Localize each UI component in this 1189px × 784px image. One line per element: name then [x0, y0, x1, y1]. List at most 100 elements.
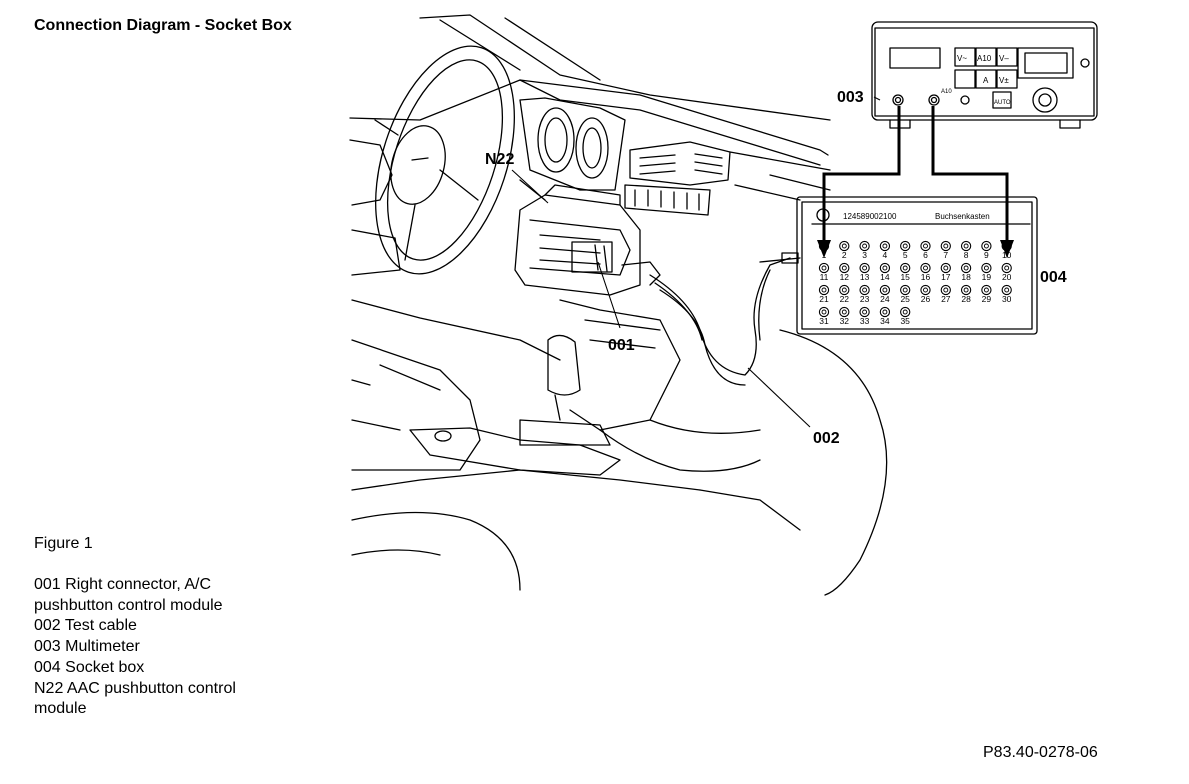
page-title: Connection Diagram - Socket Box: [34, 17, 292, 34]
socket-pin-label: 25: [900, 294, 910, 304]
callout-001: 001: [608, 337, 635, 354]
socket-pin-label: 21: [819, 294, 829, 304]
key-v-dc: V–: [999, 54, 1009, 63]
legend-item-003: 003 Multimeter: [34, 638, 140, 656]
socket-pin-29: 29: [981, 284, 992, 304]
socket-pin-19: 19: [981, 262, 992, 282]
legend-item-002: 002 Test cable: [34, 617, 137, 635]
socket-pin-label: 20: [1002, 272, 1012, 282]
socket-pin-label: 33: [860, 316, 870, 326]
socket-pin-label: 29: [982, 294, 992, 304]
socket-pin-label: 17: [941, 272, 951, 282]
socket-pin-31: 31: [818, 306, 830, 326]
socket-pin-label: 13: [860, 272, 870, 282]
socket-pin-label: 8: [964, 250, 969, 260]
socket-pin-2: 2: [839, 240, 850, 260]
arrow-head-pin-11: [817, 240, 831, 258]
dashboard-illustration: [349, 14, 888, 596]
socket-pin-7: 7: [940, 240, 951, 260]
socket-pin-30: 30: [1001, 284, 1012, 304]
socket-box-part-number: 124589002100: [843, 212, 897, 221]
leader-002: [747, 367, 811, 428]
test-lead-2: [931, 106, 1009, 246]
socket-pin-6: 6: [920, 240, 931, 260]
socket-pin-label: 31: [819, 316, 829, 326]
n22-control-module: [514, 179, 661, 296]
arrow-head-pin-20: [1000, 240, 1014, 258]
socket-pin-22: 22: [839, 284, 850, 304]
socket-pin-label: 27: [941, 294, 951, 304]
leader-003: [873, 96, 881, 101]
socket-pin-5: 5: [900, 240, 911, 260]
legend-item-004: 004 Socket box: [34, 658, 145, 676]
socket-pin-label: 22: [840, 294, 850, 304]
socket-pin-label: 35: [900, 316, 910, 326]
socket-pin-4: 4: [879, 240, 891, 260]
socket-pin-label: 11: [820, 272, 829, 282]
socket-pin-12: 12: [839, 262, 850, 282]
socket-pin-label: 15: [900, 272, 910, 282]
socket-pin-label: 19: [982, 272, 992, 282]
socket-pin-label: 4: [883, 250, 888, 260]
socket-box-004: [796, 196, 1038, 335]
socket-pin-35: 35: [900, 306, 911, 326]
socket-pin-34: 34: [879, 306, 891, 326]
socket-box-name: Buchsenkasten: [935, 212, 990, 221]
socket-pin-label: 34: [880, 316, 890, 326]
legend-item-001: 001 Right connector, A/C pushbutton cont…: [34, 576, 223, 614]
socket-pin-25: 25: [900, 284, 911, 304]
test-cable-002: [649, 252, 801, 386]
socket-box-pins: 1234567891011121314151617181920212223242…: [818, 240, 1012, 326]
leader-lines: [511, 96, 881, 428]
key-a10: A10: [977, 54, 992, 63]
arrow-heads: [817, 240, 1014, 258]
socket-pin-label: 23: [860, 294, 870, 304]
legend: 001 Right connector, A/C pushbutton cont…: [34, 575, 274, 720]
socket-pin-15: 15: [900, 262, 911, 282]
socket-pin-21: 21: [818, 284, 830, 304]
socket-pin-label: 28: [961, 294, 971, 304]
socket-pin-14: 14: [879, 262, 891, 282]
socket-pin-label: 32: [840, 316, 850, 326]
socket-pin-label: 26: [921, 294, 931, 304]
key-v-ac: V~: [957, 54, 967, 63]
key-auto: AUTO: [994, 100, 1011, 106]
socket-pin-23: 23: [859, 284, 870, 304]
key-v-pm: V±: [999, 76, 1009, 85]
callout-004: 004: [1040, 269, 1067, 286]
reference-code: P83.40-0278-06: [983, 744, 1098, 761]
socket-pin-32: 32: [839, 306, 850, 326]
socket-pin-18: 18: [960, 262, 972, 282]
socket-pin-11: 11: [818, 262, 830, 282]
socket-pin-20: 20: [1001, 262, 1012, 282]
socket-pin-27: 27: [940, 284, 951, 304]
socket-pin-label: 6: [923, 250, 928, 260]
socket-pin-label: 18: [961, 272, 971, 282]
socket-pin-26: 26: [920, 284, 931, 304]
callout-n22: N22: [485, 151, 514, 168]
socket-pin-label: 12: [840, 272, 850, 282]
socket-pin-label: 7: [943, 250, 948, 260]
multimeter-003: [871, 21, 1098, 129]
jack-label-a10: A10: [941, 89, 952, 95]
socket-pin-24: 24: [879, 284, 891, 304]
socket-pin-label: 3: [862, 250, 867, 260]
leader-001: [597, 261, 621, 329]
socket-pin-33: 33: [859, 306, 870, 326]
socket-pin-13: 13: [859, 262, 870, 282]
socket-pin-17: 17: [940, 262, 951, 282]
callout-003: 003: [837, 89, 864, 106]
socket-pin-label: 16: [921, 272, 931, 282]
key-a: A: [983, 76, 989, 85]
legend-item-n22: N22 AAC pushbutton control module: [34, 679, 236, 718]
socket-pin-label: 24: [880, 294, 890, 304]
socket-pin-label: 14: [880, 272, 890, 282]
socket-pin-label: 9: [984, 250, 989, 260]
socket-pin-28: 28: [960, 284, 972, 304]
socket-pin-label: 5: [903, 250, 908, 260]
leader-n22: [511, 169, 549, 204]
socket-pin-8: 8: [960, 240, 972, 260]
socket-pin-label: 30: [1002, 294, 1012, 304]
socket-pin-label: 2: [842, 250, 847, 260]
test-leads: [822, 106, 1009, 246]
